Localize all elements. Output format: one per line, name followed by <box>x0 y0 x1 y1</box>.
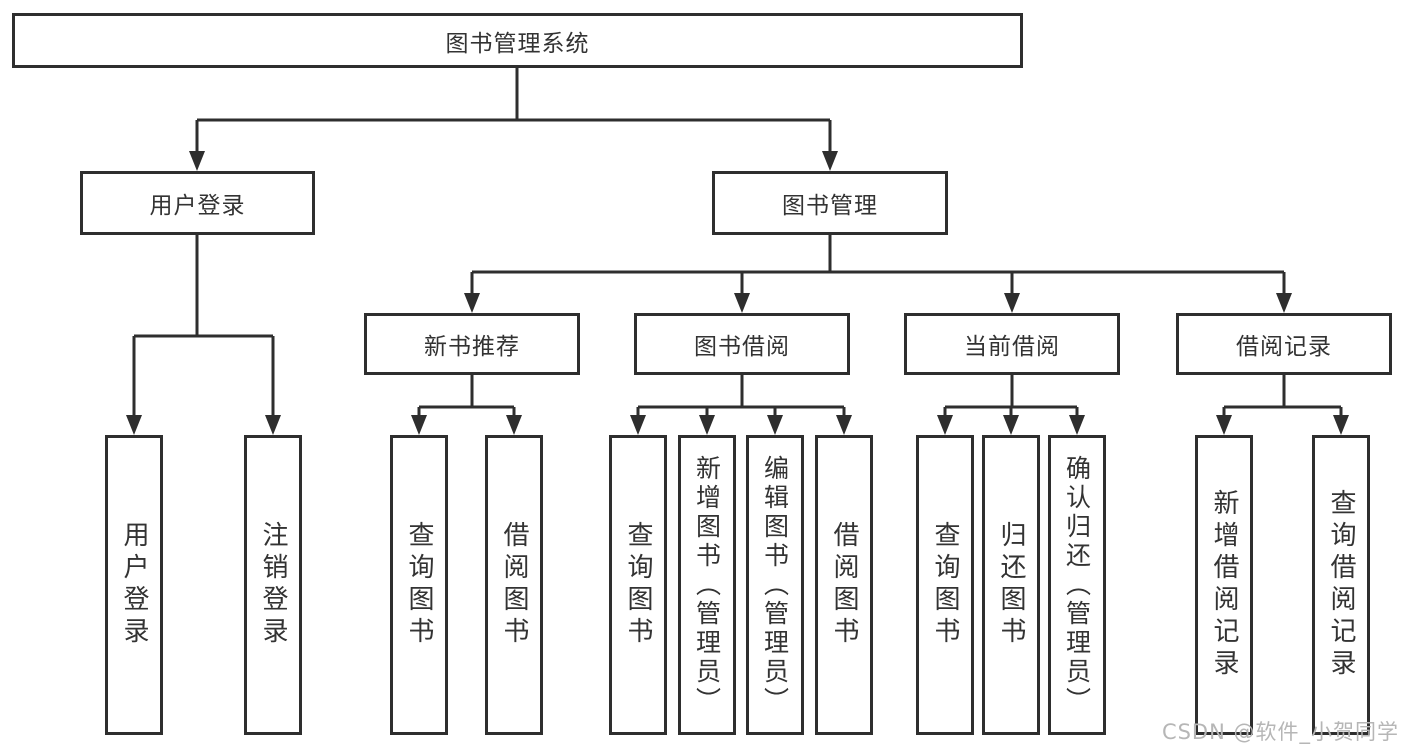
leaf-label: 借阅图书 <box>829 521 859 649</box>
connector-newbook-to-leaves <box>417 375 516 417</box>
leaf-add-borrow-record: 新增借阅记录 <box>1195 435 1253 735</box>
connector-current-to-leaves <box>943 375 1079 417</box>
leaf-label: 注销登录 <box>258 521 288 649</box>
leaf-query-borrow-record: 查询借阅记录 <box>1312 435 1370 735</box>
leaf-query-books-current: 查询图书 <box>916 435 974 735</box>
leaf-label: 查询图书 <box>623 521 653 649</box>
leaf-query-books-recommend: 查询图书 <box>390 435 448 735</box>
leaf-label: 归还图书 <box>996 521 1026 649</box>
csdn-watermark: CSDN @软件_小贺同学 <box>1161 720 1399 744</box>
node-new-book-recommend: 新书推荐 <box>364 313 580 375</box>
leaf-user-login: 用户登录 <box>105 435 163 735</box>
arrowheads <box>126 151 1349 435</box>
connector-userlogin-to-leaves <box>132 235 275 417</box>
leaf-label: 新增图书（管理员） <box>692 454 722 716</box>
leaf-label: 确认归还（管理员） <box>1062 454 1092 716</box>
leaf-label: 新增借阅记录 <box>1209 489 1239 681</box>
leaf-label: 编辑图书（管理员） <box>760 454 790 716</box>
connector-bookmgmt-to-modules <box>470 235 1286 295</box>
leaf-label: 用户登录 <box>119 521 149 649</box>
connector-borrow-to-leaves <box>636 375 846 417</box>
leaf-return-book: 归还图书 <box>982 435 1040 735</box>
node-system-title: 图书管理系统 <box>12 13 1023 68</box>
leaf-borrow-books: 借阅图书 <box>815 435 873 735</box>
leaf-borrow-books-recommend: 借阅图书 <box>485 435 543 735</box>
leaf-label: 查询图书 <box>404 521 434 649</box>
node-user-login: 用户登录 <box>80 171 315 235</box>
connector-records-to-leaves <box>1222 375 1343 417</box>
node-borrow-records: 借阅记录 <box>1176 313 1392 375</box>
leaf-edit-book-admin: 编辑图书（管理员） <box>746 435 804 735</box>
node-book-management: 图书管理 <box>712 171 948 235</box>
node-current-borrow: 当前借阅 <box>904 313 1120 375</box>
leaf-label: 借阅图书 <box>499 521 529 649</box>
leaf-add-book-admin: 新增图书（管理员） <box>678 435 736 735</box>
leaf-label: 查询图书 <box>930 521 960 649</box>
leaf-label: 查询借阅记录 <box>1326 489 1356 681</box>
connector-root-to-level2 <box>195 68 832 152</box>
leaf-logout: 注销登录 <box>244 435 302 735</box>
node-book-borrow: 图书借阅 <box>634 313 850 375</box>
leaf-query-books-borrow: 查询图书 <box>609 435 667 735</box>
leaf-confirm-return-admin: 确认归还（管理员） <box>1048 435 1106 735</box>
